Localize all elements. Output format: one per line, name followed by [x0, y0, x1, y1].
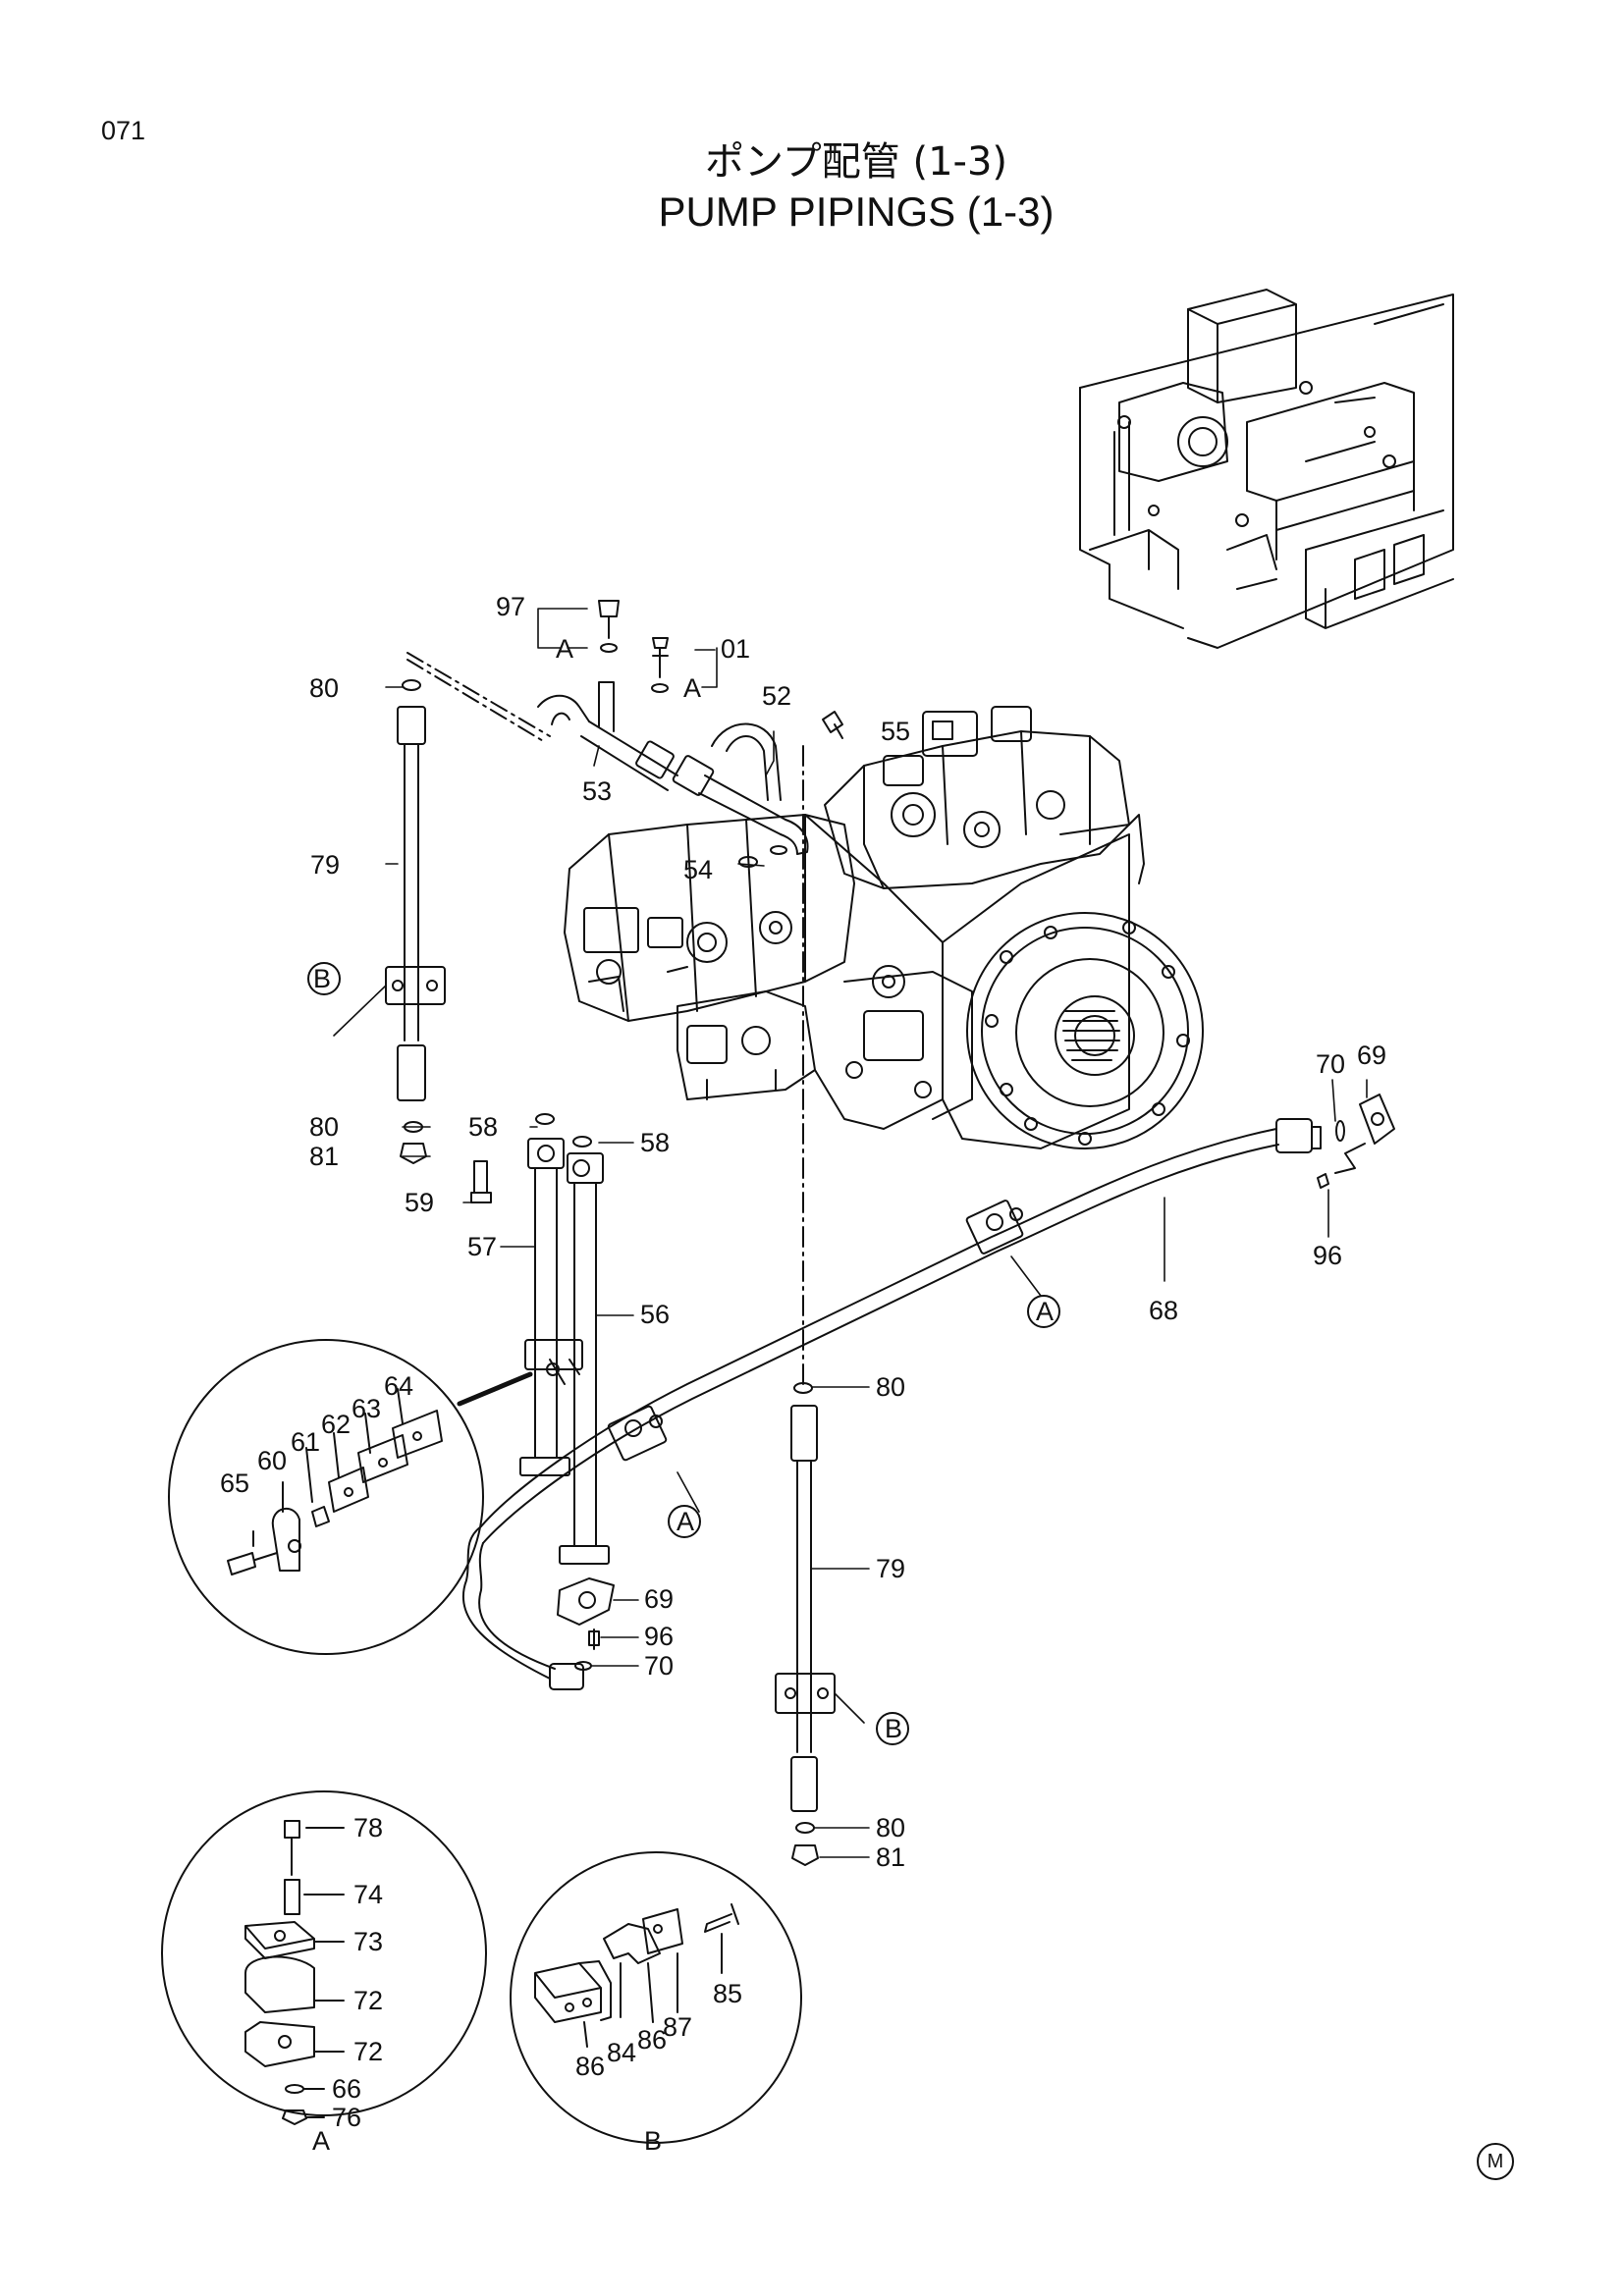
label-A-2: A	[683, 673, 702, 703]
label-79-right: 79	[876, 1554, 906, 1583]
label-79-left: 79	[310, 850, 341, 880]
title-english: PUMP PIPINGS (1-3)	[658, 188, 1055, 235]
pipe-57	[520, 1139, 582, 1475]
label-54: 54	[683, 855, 714, 884]
label-70-lower: 70	[644, 1651, 675, 1681]
pipe-56	[560, 1153, 609, 1564]
label-76: 76	[332, 2103, 362, 2132]
label-56: 56	[640, 1300, 671, 1329]
hose-68	[463, 1119, 1321, 1689]
label-70-right: 70	[1316, 1049, 1346, 1079]
label-69-lower: 69	[644, 1584, 675, 1614]
detail-circle-clamp	[169, 1340, 483, 1654]
label-96-right: 96	[1313, 1241, 1343, 1270]
label-84: 84	[607, 2038, 637, 2067]
label-97: 97	[496, 592, 526, 621]
small-parts-top	[471, 601, 842, 1202]
main-pump-assembly	[565, 707, 1203, 1148]
label-69-right: 69	[1357, 1041, 1387, 1070]
label-01: 01	[721, 634, 751, 664]
label-81-left: 81	[309, 1142, 340, 1171]
title-japanese: ポンプ配管 (1-3)	[704, 139, 1008, 185]
label-B-2: B	[885, 1714, 903, 1743]
detail-circle-A	[162, 1791, 486, 2124]
label-58-b: 58	[640, 1128, 671, 1157]
label-72-a: 72	[353, 1986, 384, 2015]
label-86-b: 86	[575, 2052, 606, 2081]
label-64: 64	[384, 1371, 414, 1401]
label-60: 60	[257, 1446, 288, 1475]
pipe-52-elbow-53	[407, 653, 808, 854]
label-52: 52	[762, 681, 792, 711]
label-61: 61	[291, 1427, 321, 1457]
label-66: 66	[332, 2074, 362, 2104]
label-55: 55	[881, 717, 911, 746]
pipe-79-right	[776, 746, 835, 1865]
label-96-lower: 96	[644, 1622, 675, 1651]
detail-B-caption: B	[644, 2126, 663, 2156]
label-87: 87	[663, 2012, 693, 2042]
leader-lines	[334, 609, 1367, 1857]
corner-mark: M	[1477, 2143, 1514, 2180]
label-80-bottom: 80	[876, 1813, 906, 1842]
label-72-b: 72	[353, 2037, 384, 2066]
flange-69-lower	[558, 1578, 614, 1670]
label-A-4: A	[677, 1507, 695, 1536]
label-57: 57	[467, 1232, 498, 1261]
label-A-1: A	[556, 634, 574, 664]
location-key-illustration	[1080, 290, 1453, 648]
label-78: 78	[353, 1813, 384, 1842]
label-53: 53	[582, 776, 613, 806]
label-73: 73	[353, 1927, 384, 1956]
page-number: 071	[101, 116, 146, 145]
label-80-top: 80	[309, 673, 340, 703]
label-58-a: 58	[468, 1112, 499, 1142]
label-63: 63	[352, 1394, 382, 1423]
detail-circle-B	[511, 1852, 801, 2143]
label-B-1: B	[313, 964, 332, 993]
label-85: 85	[713, 1979, 743, 2008]
callout-circles	[308, 963, 1059, 1744]
label-A-3: A	[1036, 1297, 1055, 1326]
label-80-right: 80	[876, 1372, 906, 1402]
label-68: 68	[1149, 1296, 1179, 1325]
label-59: 59	[405, 1188, 435, 1217]
pipe-79-left	[386, 680, 445, 1163]
label-80-left: 80	[309, 1112, 340, 1142]
detail-A-caption: A	[312, 2126, 331, 2156]
label-86-a: 86	[637, 2025, 668, 2055]
label-65: 65	[220, 1468, 250, 1498]
label-81-bottom: 81	[876, 1842, 906, 1872]
flange-69-right	[1318, 1095, 1394, 1188]
label-74: 74	[353, 1880, 384, 1909]
label-62: 62	[321, 1410, 352, 1439]
